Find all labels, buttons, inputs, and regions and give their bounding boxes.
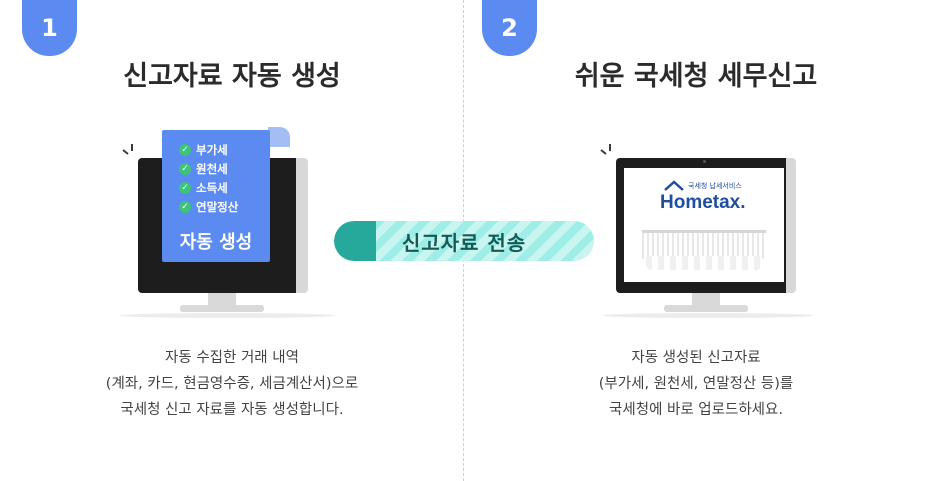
upload-slot <box>642 230 766 259</box>
doc-item: ✓ 소득세 <box>179 178 270 197</box>
step-2-badge: 2 <box>482 0 537 56</box>
monitor-shadow <box>120 313 335 318</box>
monitor-side <box>786 158 796 293</box>
check-icon: ✓ <box>179 143 191 156</box>
monitor-neck <box>692 293 720 305</box>
hometax-logo: Hometax. <box>660 192 746 213</box>
monitor-side <box>296 158 308 293</box>
doc-item: ✓ 연말정산 <box>179 197 270 216</box>
check-icon: ✓ <box>179 181 191 194</box>
doc-label: 자동 생성 <box>179 232 253 253</box>
doc-curl <box>268 127 290 147</box>
step-2-monitor: 국세청 납세서비스 Hometax. <box>598 140 818 320</box>
monitor-base <box>180 305 264 312</box>
step-1-badge: 1 <box>22 0 77 56</box>
upload-paper <box>646 256 762 270</box>
check-icon: ✓ <box>179 162 191 175</box>
banner-cap <box>334 221 376 261</box>
step-2-description: 자동 생성된 신고자료 (부가세, 원천세, 연말정산 등)를 국세청에 바로 … <box>598 350 794 418</box>
sparkle-icon <box>600 144 611 155</box>
hometax-subtitle: 국세청 납세서비스 <box>688 182 742 190</box>
webcam <box>703 160 706 163</box>
transfer-banner: 신고자료 전송 <box>334 221 594 261</box>
step-2-title: 쉬운 국세청 세무신고 <box>574 61 818 92</box>
banner-label: 신고자료 전송 <box>401 230 527 255</box>
monitor-neck <box>208 293 236 305</box>
doc-item: ✓ 원천세 <box>179 159 270 178</box>
house-icon <box>664 180 684 191</box>
check-icon: ✓ <box>179 200 191 213</box>
hometax-screen: 국세청 납세서비스 Hometax. <box>624 168 784 282</box>
doc-item-list: ✓ 부가세 ✓ 원천세 ✓ 소득세 ✓ 연말정산 <box>162 130 270 216</box>
step-1-monitor: ✓ 부가세 ✓ 원천세 ✓ 소득세 ✓ 연말정산 자동 생성 <box>120 127 335 320</box>
monitor-base <box>664 305 748 312</box>
step-1-title: 신고자료 자동 생성 <box>123 61 341 92</box>
step-1-description: 자동 수집한 거래 내역 (계좌, 카드, 현금영수증, 세금계산서)으로 국세… <box>105 350 359 418</box>
monitor-shadow <box>602 313 814 318</box>
monitor-screen: 국세청 납세서비스 Hometax. <box>616 158 792 293</box>
generated-document: ✓ 부가세 ✓ 원천세 ✓ 소득세 ✓ 연말정산 자동 생성 <box>162 130 270 262</box>
sparkle-icon <box>122 144 133 155</box>
doc-item: ✓ 부가세 <box>179 140 270 159</box>
